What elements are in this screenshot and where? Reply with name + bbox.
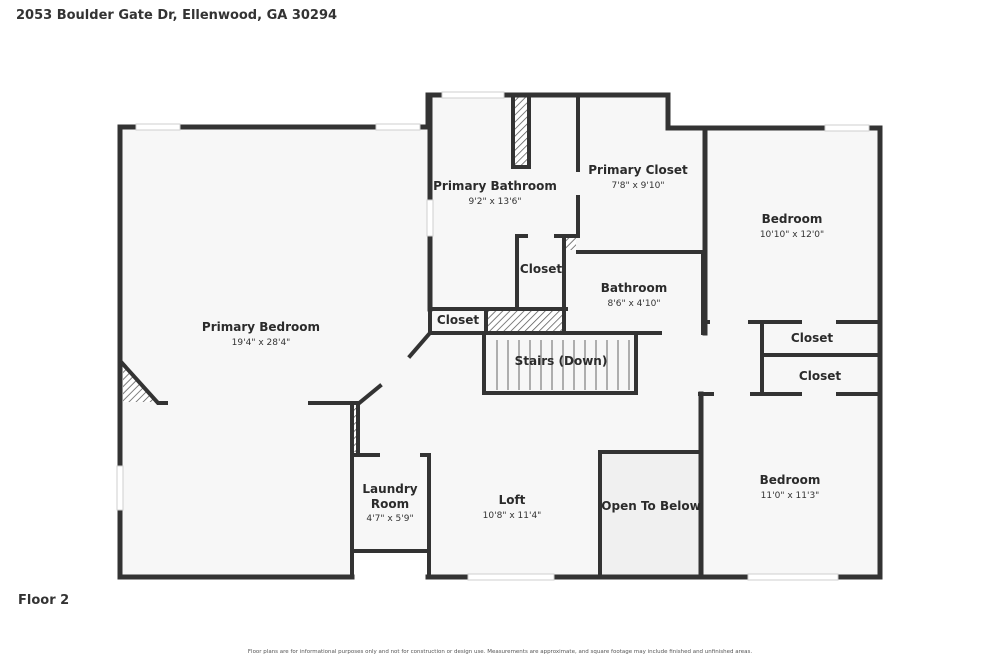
bedroom-top-label: Bedroom [762,212,823,226]
open-to-below-label: Open To Below [601,499,700,513]
windows [116,91,870,581]
loft-dims: 10'8" x 11'4" [483,511,542,521]
bathroom-dims: 8'6" x 4'10" [608,299,661,309]
stair-treads [496,340,630,390]
primary-bathroom-dims: 9'2" x 13'6" [469,197,522,207]
stairs-label: Stairs (Down) [515,354,608,368]
room-labels: Primary Bedroom 19'4" x 28'4" Primary Ba… [202,163,841,524]
bedroom-top-dims: 10'10" x 12'0" [760,230,824,240]
primary-closet-label: Primary Closet [588,163,688,177]
laundry-label-line1: Laundry [362,482,417,496]
laundry-label-line2: Room [371,497,409,511]
disclaimer: Floor plans are for informational purpos… [247,649,753,655]
primary-bedroom-dims: 19'4" x 28'4" [232,338,291,348]
primary-bathroom-label: Primary Bathroom [433,179,557,193]
closet-bath-label: Closet [520,262,562,276]
floor-label: Floor 2 [18,593,70,608]
loft-label: Loft [499,493,526,507]
closet-hall-label: Closet [437,313,479,327]
property-address: 2053 Boulder Gate Dr, Ellenwood, GA 3029… [16,8,338,23]
primary-bedroom-label: Primary Bedroom [202,320,320,334]
laundry-dims: 4'7" x 5'9" [366,514,413,524]
closet-right-1-label: Closet [791,331,833,345]
bedroom-bottom-label: Bedroom [760,473,821,487]
primary-closet-dims: 7'8" x 9'10" [612,181,665,191]
floor-fills [120,95,880,577]
bedroom-bottom-dims: 11'0" x 11'3" [761,491,820,501]
bathroom-label: Bathroom [601,281,667,295]
interior-walls [119,92,882,580]
closet-right-2-label: Closet [799,369,841,383]
open-to-below-area [601,453,699,576]
